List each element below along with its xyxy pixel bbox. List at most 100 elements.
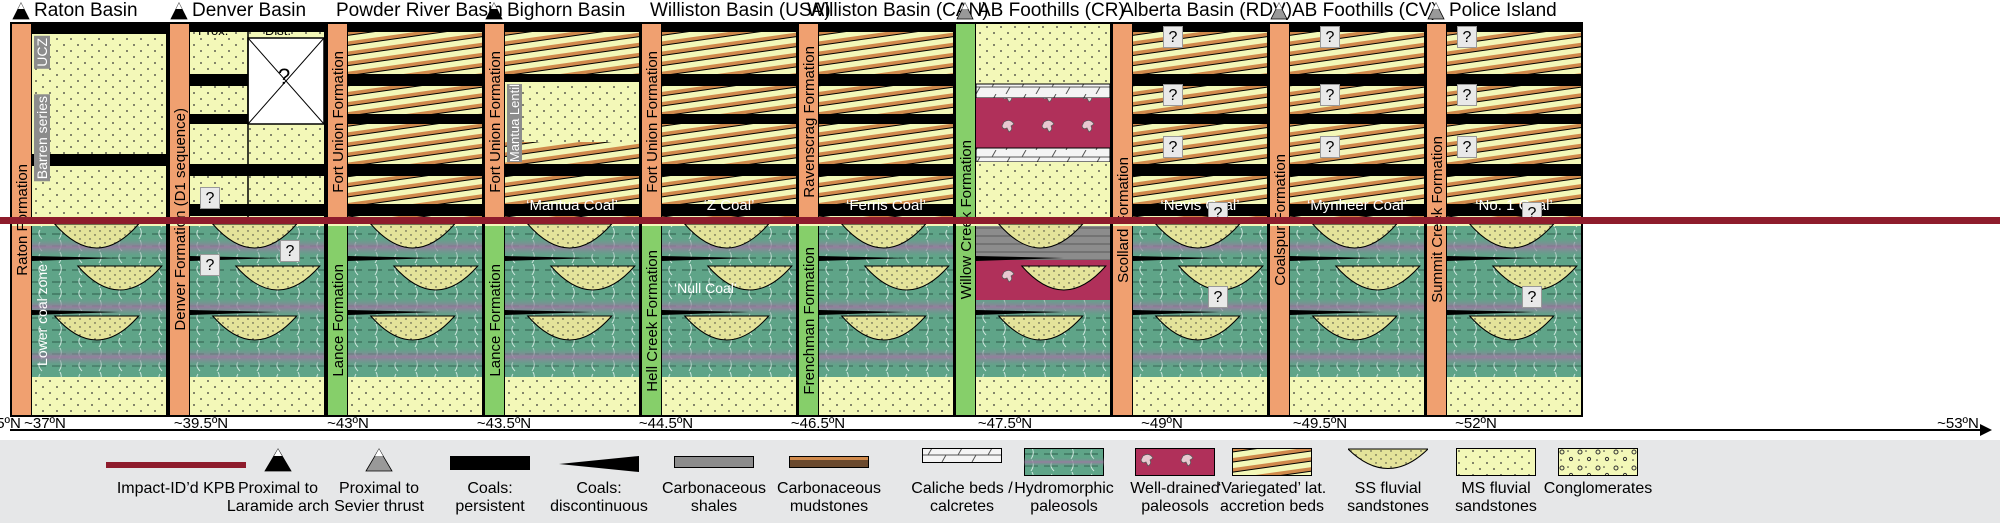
formation-strip-upper [1270, 24, 1290, 219]
null-coal-label: ‘Null Coal’ [674, 280, 738, 296]
purple-horizon [348, 346, 482, 368]
legend-label: Hydromorphic paleosols [1014, 480, 1114, 515]
column-layers [1290, 24, 1424, 415]
formation-strip-lower [642, 226, 662, 415]
lower-formation-label: Hell Creek Formation [643, 249, 661, 392]
purple-horizon [1290, 346, 1424, 368]
ss-fluvial-channel [369, 315, 456, 341]
persistent-coal [1447, 204, 1581, 216]
latitude-label: ~49ºN [1141, 415, 1183, 432]
ss-fluvial-channel [549, 265, 636, 291]
column-layers [1133, 24, 1267, 415]
sevier-thrust-icon [1270, 2, 1288, 20]
discontinuous-coal [662, 256, 750, 261]
persistent-coal [1290, 74, 1424, 86]
formation-strip-lower [1427, 226, 1447, 415]
purple-horizon [976, 346, 1110, 368]
formation-strip-lower [328, 226, 348, 415]
upper-formation-label-box: Ravenscrag Formation [799, 24, 820, 219]
discontinuous-coal [348, 256, 436, 261]
discontinuous-coal [819, 310, 907, 315]
ss-fluvial-channel [1311, 223, 1398, 249]
mountain-triangle [1270, 2, 1288, 20]
persistent-coal [662, 114, 796, 124]
question-mark: ? [1522, 286, 1542, 308]
formation-strip-lower [799, 226, 819, 415]
lower-formation-label-box: Lance Formation [328, 226, 349, 415]
caliche-bed [975, 147, 1110, 163]
discontinuous-coal [1447, 310, 1535, 315]
ss-fluvial-channel [840, 223, 927, 249]
column-title: AB Foothills (CV) [1292, 0, 1438, 21]
well-drained-paleosol [976, 98, 1110, 148]
latitude-label: ~46.5ºN [790, 415, 846, 432]
persistent-coal [1290, 164, 1424, 176]
ss-fluvial-channel [1154, 223, 1241, 249]
formation-strip-upper [12, 24, 32, 219]
legend-label: SS fluvial sandstones [1347, 480, 1429, 515]
legend-label: Conglomerates [1543, 480, 1653, 497]
persistent-coal [505, 204, 639, 216]
legend-label: Coals: persistent [455, 480, 525, 515]
ss-fluvial-channel [234, 265, 321, 291]
legend-label: Impact-ID’d KPB [116, 480, 236, 497]
basal-sandstone [1133, 377, 1267, 415]
legend-label: Carbonaceous mudstones [776, 480, 882, 515]
mountain-peak [491, 3, 497, 9]
formation-strip-upper [1427, 24, 1447, 219]
persistent-coal [819, 74, 953, 86]
formation-strip-upper [799, 24, 819, 219]
persistent-coal [1133, 74, 1267, 86]
question-mark: ? [1163, 84, 1183, 106]
stratigraphic-column: Summit Creek Formation‘No. 1 Coal’????? [1425, 22, 1583, 417]
purple-horizon [190, 346, 324, 368]
ss-fluvial-channel [997, 223, 1084, 249]
formation-strip-lower [12, 226, 32, 415]
mountain-peak [176, 3, 182, 9]
ss-fluvial-channel [76, 265, 163, 291]
ss-fluvial-channel [840, 315, 927, 341]
swatch-shape [1558, 448, 1638, 476]
persistent-coal [1447, 114, 1581, 124]
purple-horizon [819, 346, 953, 368]
latitude-label: ~37ºN [24, 415, 66, 432]
persistent-coal [662, 24, 796, 32]
discontinuous-coal-swatch [559, 456, 639, 472]
formation-strip-lower [485, 226, 505, 415]
discontinuous-coal [976, 256, 1064, 261]
persistent-coal [190, 24, 324, 32]
purple-horizon [662, 346, 796, 368]
persistent-coal [819, 114, 953, 124]
discontinuous-coal [1447, 256, 1535, 261]
upper-formation-label-box: Fort Union Formation [642, 24, 663, 219]
purple-horizon [1447, 296, 1581, 318]
basal-sandstone [1290, 377, 1424, 415]
discontinuous-coal [32, 310, 120, 315]
ss-fluvial-channel [53, 223, 140, 249]
formation-strip-upper [485, 24, 505, 219]
carbonaceous-mudstone-swatch [789, 456, 869, 468]
mountain-peak [18, 3, 24, 9]
barren-series-label: Barren series [34, 94, 50, 182]
persistent-coal [819, 204, 953, 216]
latitude-axis-arrow [1980, 424, 1992, 436]
question-mark: ? [1457, 26, 1477, 48]
purple-horizon [190, 296, 324, 318]
mountain-triangle [485, 2, 503, 20]
caliche-bed [975, 83, 1110, 99]
upper-formation-label: Fort Union Formation [329, 50, 347, 193]
ss-fluvial-channel [392, 265, 479, 291]
laramide-arch-icon [485, 2, 503, 20]
ss-fluvial-channel [1468, 315, 1555, 341]
swatch-shape [1232, 448, 1312, 476]
persistent-coal [348, 74, 482, 86]
column-layers [819, 24, 953, 415]
legend-label: Coals: discontinuous [550, 480, 648, 515]
question-mark: ? [1320, 136, 1340, 158]
kpb-line [0, 217, 2000, 224]
ss-fluvial-channel [211, 223, 298, 249]
lower-formation-label-box: Lance Formation [485, 226, 506, 415]
latitude-label: ~49.5ºN [1292, 415, 1348, 432]
mountain-triangle [956, 2, 974, 20]
lower-formation-label-box: Frenchman Formation [799, 226, 820, 415]
